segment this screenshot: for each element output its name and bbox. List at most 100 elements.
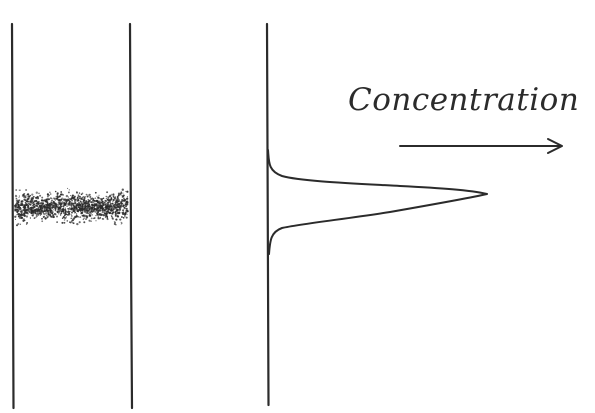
particle-dot: [88, 194, 89, 195]
particle-dot: [60, 214, 61, 215]
particle-dot: [52, 217, 53, 218]
particle-dot: [30, 217, 31, 218]
particle-dot: [93, 205, 95, 207]
particle-dot: [112, 201, 113, 202]
particle-dot: [126, 208, 127, 209]
tube-left-wall: [12, 24, 14, 408]
particle-dot: [25, 200, 26, 201]
concentration-label: Concentration: [348, 82, 579, 118]
particle-dot: [22, 204, 23, 205]
particle-dot: [44, 205, 46, 207]
particle-dot: [107, 216, 108, 217]
particle-dot: [77, 211, 79, 213]
particle-dot: [19, 189, 21, 191]
particle-dot: [63, 206, 65, 208]
particle-dot: [79, 196, 81, 198]
particle-dot: [15, 219, 16, 220]
particle-dot: [55, 206, 56, 207]
particle-dot: [77, 200, 79, 202]
particle-dot: [121, 191, 122, 192]
particle-dot: [45, 208, 47, 210]
particle-dot: [47, 193, 49, 195]
particle-dot: [122, 196, 123, 197]
particle-dot: [15, 203, 17, 205]
particle-dot: [69, 209, 70, 210]
particle-dot: [68, 191, 70, 193]
particle-dot: [28, 195, 30, 197]
particle-dot: [97, 211, 99, 213]
particle-dot: [103, 218, 105, 220]
particle-dot: [44, 209, 45, 210]
particle-dot: [126, 217, 128, 219]
particle-dot: [50, 193, 52, 195]
particle-dot: [107, 202, 109, 204]
particle-dot: [51, 200, 53, 202]
particle-dot: [59, 207, 61, 209]
particle-dot: [38, 193, 39, 194]
particle-dot: [91, 218, 93, 220]
particle-dot: [73, 205, 75, 207]
particle-dot: [37, 196, 39, 198]
particle-dot: [30, 204, 32, 206]
particle-dot: [31, 215, 32, 216]
particle-dot: [80, 202, 82, 204]
particle-dot: [64, 212, 65, 213]
particle-dot: [15, 205, 17, 207]
particle-dot: [105, 217, 106, 218]
particle-dot: [82, 215, 84, 217]
particle-dot: [121, 212, 122, 213]
particle-dot: [62, 209, 64, 211]
particle-dot: [50, 206, 51, 207]
particle-dot: [27, 198, 29, 200]
particle-dot: [70, 195, 71, 196]
particle-dot: [126, 191, 128, 193]
particle-dot: [114, 221, 115, 222]
particle-dot: [114, 206, 116, 208]
particle-dot: [100, 204, 102, 206]
particle-dot: [97, 218, 99, 220]
tube: [12, 24, 132, 408]
particle-dot: [108, 205, 110, 207]
particle-dot: [27, 213, 28, 214]
particle-dot: [18, 201, 20, 203]
particle-dot: [30, 207, 31, 208]
particle-dot: [26, 201, 27, 202]
particle-dot: [36, 192, 38, 194]
particle-dot: [118, 209, 120, 211]
particle-dot: [72, 194, 74, 196]
particle-dot: [27, 200, 28, 201]
particle-dot: [55, 203, 57, 205]
particle-dot: [95, 215, 96, 216]
particle-dot: [69, 211, 70, 212]
particle-dot: [55, 198, 57, 200]
particle-dot: [92, 205, 94, 207]
particle-dot: [67, 220, 69, 222]
particle-dot: [118, 206, 120, 208]
particle-dot: [61, 222, 63, 224]
particle-dot: [90, 220, 91, 221]
particle-dot: [69, 221, 71, 223]
particle-dot: [97, 207, 99, 209]
particle-dot: [64, 203, 66, 205]
particle-dot: [105, 211, 106, 212]
particle-dot: [20, 211, 22, 213]
particle-dot: [64, 219, 66, 221]
particle-dot: [44, 208, 45, 209]
particle-dot: [43, 216, 45, 218]
particle-dot: [66, 203, 68, 205]
particle-dot: [81, 205, 83, 207]
particle-dot: [121, 203, 123, 205]
particle-dot: [53, 209, 54, 210]
particle-dot: [88, 208, 90, 210]
particle-dot: [124, 207, 125, 208]
particle-dot: [35, 205, 37, 207]
particle-dot: [75, 202, 77, 204]
particle-dot: [82, 211, 83, 212]
particle-dot: [93, 200, 95, 202]
particle-dot: [66, 195, 68, 197]
particle-dot: [17, 206, 19, 208]
particle-dot: [50, 209, 52, 211]
particle-dot: [68, 213, 70, 215]
particle-dot: [34, 210, 35, 211]
particle-dot: [44, 210, 46, 212]
